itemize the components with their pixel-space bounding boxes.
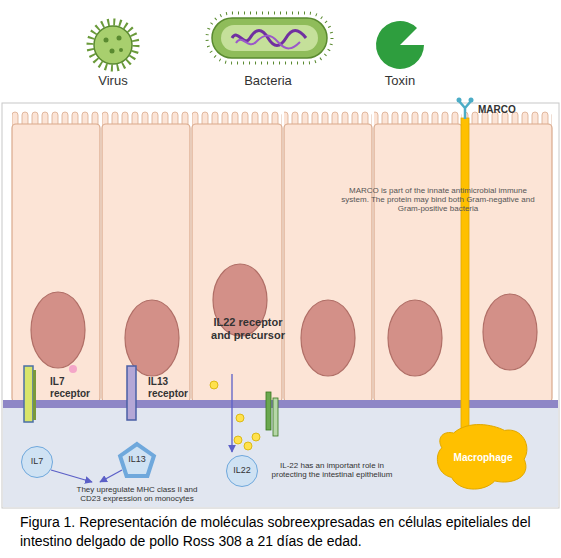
virus-dot [117, 36, 122, 41]
virus-spikes [90, 22, 136, 68]
il7-receptor-chain [33, 370, 36, 420]
cytokine-circle: IL7 [21, 446, 53, 478]
leader-arrow [51, 470, 92, 482]
epithelial-cell [374, 124, 462, 402]
epithelial-cell [12, 124, 100, 402]
marco-receptor [459, 101, 471, 119]
nucleus [388, 300, 442, 376]
il22-precursor [244, 442, 252, 450]
annotation-label: Virus [83, 74, 143, 89]
basement-membrane [3, 400, 558, 408]
annotation-label: MARCO is part of the innate antimicrobia… [338, 186, 538, 214]
il22-receptor [266, 392, 271, 430]
nucleus [483, 294, 537, 370]
il22-precursor [234, 436, 242, 444]
nucleus [301, 300, 355, 376]
epithelial-cell [284, 124, 372, 402]
annotation-label: Bacteria [228, 74, 308, 89]
annotation-label: IL13 receptor [148, 376, 198, 399]
cytokine-pentagon: IL13 [119, 443, 155, 477]
annotation-label: IL22 receptor and precursor [206, 316, 290, 341]
annotation-label: IL7 receptor [50, 376, 98, 399]
virus-dot [110, 49, 115, 54]
node-text: IL22 [233, 466, 251, 476]
marco-receptor-tip [457, 98, 462, 103]
annotation-label: MARCO [478, 104, 538, 116]
il7-receptor [24, 366, 33, 422]
virus-dot [119, 48, 123, 52]
nucleus [125, 300, 179, 376]
figure-caption: Figura 1. Representación de moléculas so… [20, 513, 545, 551]
leader-arrow [100, 470, 122, 482]
receptor-dot [69, 365, 77, 373]
bacteria-dna [236, 36, 300, 49]
bacteria-wall [212, 18, 327, 58]
il13-receptor [127, 366, 136, 420]
marco-receptor-tip [469, 98, 474, 103]
marco-stalk [461, 118, 469, 430]
epithelial-cell [192, 124, 282, 402]
toxin-icon [376, 21, 424, 69]
il22-precursor [210, 381, 218, 389]
bacteria-pili [207, 13, 332, 63]
leader-arrow [231, 374, 232, 452]
lamina-propria [3, 408, 558, 507]
nucleus [31, 292, 85, 368]
node-text: IL7 [31, 457, 44, 467]
bacteria-dna [232, 31, 306, 46]
annotation-label: Toxin [370, 74, 430, 89]
blob-shape [437, 425, 527, 490]
il22-precursor [236, 414, 244, 422]
node-text: Macrophage [454, 452, 513, 463]
figure-frame [2, 103, 559, 508]
cytokine-circle: IL22 [226, 455, 258, 487]
cell-blob: Macrophage [434, 420, 532, 494]
bacteria-cytoplasm [221, 25, 318, 51]
annotation-label: They upregulate MHC class II and CD23 ex… [70, 485, 204, 503]
il22-receptor [273, 398, 278, 436]
node-text: IL13 [128, 455, 146, 465]
virus-dot [104, 38, 109, 43]
epithelial-cell [464, 124, 552, 402]
pentagon-shape [120, 444, 154, 476]
annotation-label: IL-22 has an important role in protectin… [268, 461, 396, 479]
epithelial-cell [102, 124, 190, 402]
virus-body [94, 26, 132, 64]
il22-precursor [252, 433, 260, 441]
